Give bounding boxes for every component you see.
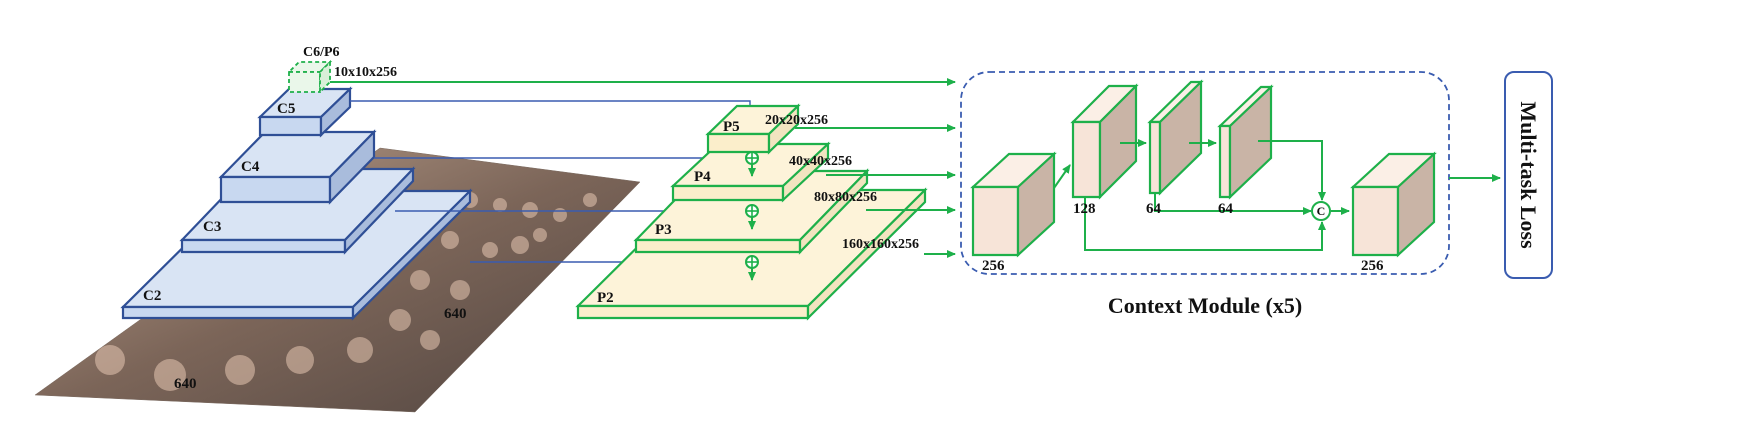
p4-label: P4	[694, 169, 711, 185]
context-in-channels: 256	[982, 258, 1005, 274]
input-to-128-arrow	[1053, 164, 1071, 189]
p4-dims-label: 40x40x256	[789, 154, 852, 169]
context-output-cuboid	[1350, 151, 1437, 258]
c3-label: C3	[203, 219, 221, 235]
p5-dims-label: 20x20x256	[765, 113, 828, 128]
backbone-c4-block	[218, 129, 377, 205]
64b-to-concat-arrow	[1258, 140, 1326, 201]
fpn-p5-block	[705, 103, 801, 155]
p3-label: P3	[655, 222, 672, 238]
128-to-concat-arrow	[1084, 197, 1326, 251]
context-branch-64b-cuboid	[1217, 84, 1274, 200]
context-branch-64a-cuboid	[1147, 79, 1204, 196]
concat-symbol: C	[1317, 204, 1326, 218]
context-branch-128-cuboid	[1070, 83, 1139, 200]
add-node-p2	[745, 255, 759, 269]
backbone-c6-block	[286, 59, 333, 95]
c5-label: C5	[277, 101, 295, 117]
c6-dims-label: 10x10x256	[334, 65, 397, 80]
p3-dims-label: 80x80x256	[814, 190, 877, 205]
add-node-p4	[745, 151, 759, 165]
add-node-p3	[745, 204, 759, 218]
multi-task-loss-box: Multi-task Loss	[1504, 71, 1553, 279]
64a-to-concat-arrow	[1154, 193, 1312, 215]
context-128-channels: 128	[1073, 201, 1096, 217]
context-out-channels: 256	[1361, 258, 1384, 274]
context-64a-channels: 64	[1146, 201, 1162, 217]
p5-label: P5	[723, 119, 740, 135]
lateral-c5-arrow	[350, 100, 754, 114]
p2-dims-label: 160x160x256	[842, 237, 919, 252]
image-width-label: 640	[444, 306, 467, 322]
backbone-c5-block	[257, 86, 353, 138]
context-64b-channels: 64	[1218, 201, 1234, 217]
context-module-title: Context Module (x5)	[1108, 293, 1302, 318]
concat-node: C	[1311, 201, 1331, 221]
c2-label: C2	[143, 288, 161, 304]
multi-task-loss-label: Multi-task Loss	[1516, 101, 1541, 249]
context-input-cuboid	[970, 151, 1057, 258]
c4-label: C4	[241, 159, 260, 175]
context-module-box	[960, 71, 1450, 275]
p2-label: P2	[597, 290, 614, 306]
c6p6-label: C6/P6	[303, 45, 340, 60]
fpn-p4-block	[670, 141, 831, 203]
image-height-label: 640	[174, 376, 197, 392]
